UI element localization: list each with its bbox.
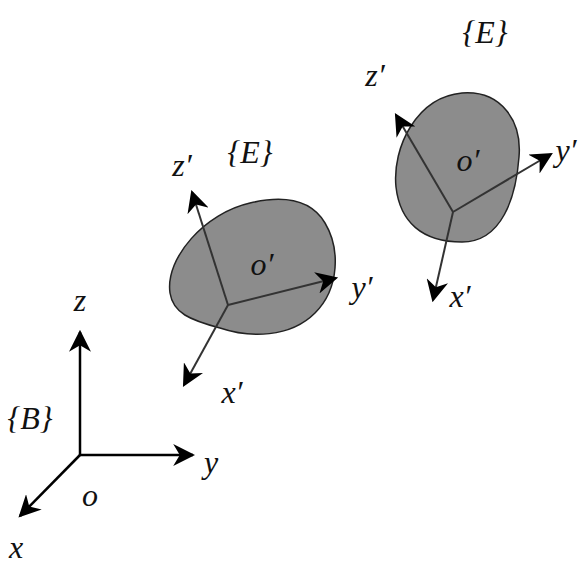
axis-label: x′ (221, 376, 242, 408)
blob-outline (396, 93, 520, 242)
axis-label: o (82, 479, 98, 511)
frame-axis (184, 305, 228, 385)
axis-label: y′ (555, 134, 576, 166)
blob-outline (170, 200, 336, 335)
axis-label: y′ (351, 271, 372, 303)
origin-label: o′ (457, 144, 480, 176)
axis-label: z (74, 284, 86, 316)
origin-label: o′ (251, 248, 274, 280)
end-effector-body: {E}o′ (165, 198, 337, 338)
axis-label: z′ (172, 149, 191, 181)
end-effector-body: {E}o′ (392, 92, 522, 244)
y-axis (80, 454, 193, 457)
x-axis (20, 455, 80, 516)
frame-axis (192, 192, 228, 305)
axis-label: y (204, 446, 218, 478)
frame-name: {E} (462, 16, 507, 48)
axis-label: x′ (449, 280, 470, 312)
axis-label: {B} (7, 402, 52, 434)
axis-label: z′ (365, 59, 384, 91)
frame-axis (228, 278, 336, 305)
frame-name: {E} (227, 136, 272, 168)
axis-label: x (9, 531, 23, 563)
z-axis (79, 332, 82, 455)
frame-axis (396, 115, 453, 212)
